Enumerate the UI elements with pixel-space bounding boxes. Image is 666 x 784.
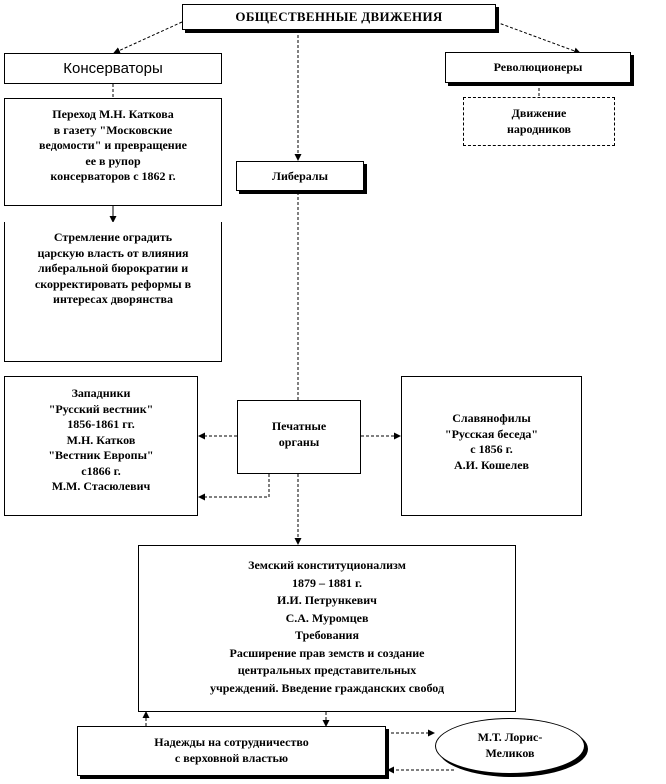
katkov-line-1: Переход М.Н. Каткова bbox=[52, 107, 174, 121]
hopes-line-1: Надежды на сотрудничество bbox=[154, 735, 309, 749]
loris-melikov-ellipse: М.Т. Лорис- Меликов bbox=[435, 718, 585, 774]
press-line-2: органы bbox=[278, 434, 320, 449]
westerners-line-4: М.Н. Катков bbox=[66, 432, 136, 447]
arrow-press-to-westerners-lower bbox=[198, 474, 270, 501]
katkov-line-3: ведомости" и превращение bbox=[39, 138, 187, 152]
katkov-line-4: ее в рупор bbox=[85, 153, 141, 168]
arrow-title-to-revolutionaries bbox=[495, 21, 581, 55]
narodniki-box: Движение народников bbox=[463, 97, 615, 146]
loris-line-2: Меликов bbox=[485, 745, 535, 760]
page-title: ОБЩЕСТВЕННЫЕ ДВИЖЕНИЯ bbox=[235, 9, 443, 24]
westerners-line-5: "Вестник Европы" bbox=[48, 448, 154, 462]
westerners-line-1: Западники bbox=[71, 386, 131, 400]
conservatives-goal-box: Стремление оградить царскую власть от вл… bbox=[4, 222, 222, 362]
zemstvo-line-4: С.А. Муромцев bbox=[285, 610, 369, 625]
slavophiles-line-3: с 1856 г. bbox=[470, 442, 513, 456]
goal-line-4: скорректировать реформы в bbox=[34, 276, 192, 291]
liberals-box: Либералы bbox=[236, 161, 364, 191]
slavophiles-box: Славянофилы "Русская беседа" с 1856 г. А… bbox=[401, 376, 582, 516]
hopes-box: Надежды на сотрудничество с верховной вл… bbox=[77, 726, 386, 776]
katkov-box: Переход М.Н. Каткова в газету "Московски… bbox=[4, 98, 222, 206]
zemstvo-line-3: И.И. Петрункевич bbox=[277, 593, 377, 607]
slavophiles-line-4: А.И. Кошелев bbox=[453, 457, 530, 472]
zemstvo-box: Земский конституционализм 1879 – 1881 г.… bbox=[138, 545, 516, 712]
zemstvo-line-6: Расширение прав земств и создание bbox=[229, 645, 425, 660]
katkov-line-5: консерваторов с 1862 г. bbox=[50, 169, 176, 183]
goal-line-3: либеральной бюрократии и bbox=[37, 261, 189, 275]
revolutionaries-label: Революционеры bbox=[493, 60, 583, 74]
conservatives-box: Консерваторы bbox=[4, 53, 222, 84]
westerners-line-7: М.М. Стасюлевич bbox=[51, 479, 151, 493]
press-box: Печатные органы bbox=[237, 400, 361, 474]
zemstvo-line-1: Земский конституционализм bbox=[248, 558, 406, 572]
zemstvo-line-2: 1879 – 1881 г. bbox=[291, 575, 363, 590]
goal-line-1: Стремление оградить bbox=[53, 230, 173, 244]
slavophiles-line-2: "Русская беседа" bbox=[444, 426, 539, 441]
westerners-line-6: с1866 г. bbox=[81, 463, 121, 478]
katkov-line-2: в газету "Московские bbox=[53, 122, 173, 137]
goal-line-5: интересах дворянства bbox=[53, 292, 173, 306]
conservatives-label: Консерваторы bbox=[63, 60, 163, 77]
narodniki-line-1: Движение bbox=[511, 106, 567, 120]
loris-line-1: М.Т. Лорис- bbox=[477, 730, 543, 744]
press-line-1: Печатные bbox=[271, 419, 327, 433]
goal-line-2: царскую власть от влияния bbox=[37, 245, 189, 260]
zemstvo-line-5: Требования bbox=[295, 628, 359, 642]
westerners-box: Западники "Русский вестник" 1856-1861 гг… bbox=[4, 376, 198, 516]
narodniki-line-2: народников bbox=[506, 121, 572, 136]
title-box: ОБЩЕСТВЕННЫЕ ДВИЖЕНИЯ bbox=[182, 4, 496, 30]
liberals-label: Либералы bbox=[272, 169, 328, 183]
slavophiles-line-1: Славянофилы bbox=[452, 411, 531, 425]
zemstvo-line-7: центральных представительных bbox=[237, 663, 417, 677]
westerners-line-3: 1856-1861 гг. bbox=[67, 417, 135, 431]
hopes-line-2: с верховной властью bbox=[174, 750, 289, 765]
westerners-line-2: "Русский вестник" bbox=[48, 401, 154, 416]
revolutionaries-box: Революционеры bbox=[445, 52, 631, 83]
arrow-title-to-conservatives bbox=[113, 21, 183, 54]
zemstvo-line-8: учреждений. Введение гражданских свобод bbox=[209, 680, 445, 695]
